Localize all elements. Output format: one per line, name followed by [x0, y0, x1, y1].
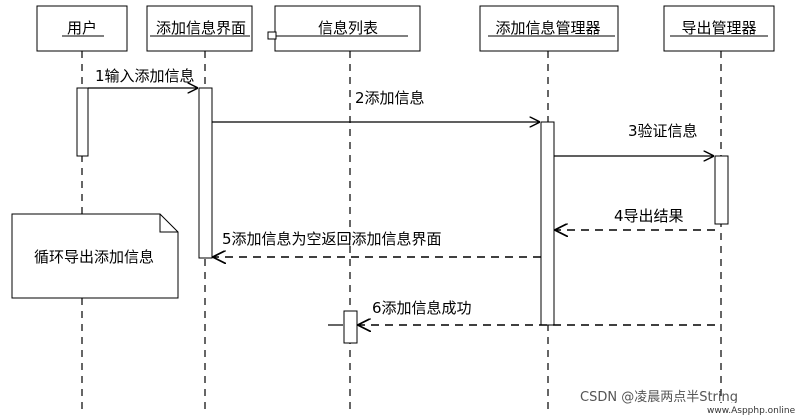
participant-export-label: 导出管理器: [681, 19, 756, 37]
message-6: 6添加信息成功: [328, 299, 715, 325]
activation-ui: [198, 87, 213, 259]
activation-export: [714, 155, 729, 225]
message-6-label: 6添加信息成功: [372, 299, 472, 317]
message-4: 4导出结果: [556, 207, 715, 230]
message-3-label: 3验证信息: [628, 122, 698, 140]
participant-user-label: 用户: [67, 19, 97, 37]
participant-list-label: 信息列表: [318, 19, 378, 37]
participant-ui-label: 添加信息界面: [156, 19, 246, 37]
participant-ui: 添加信息界面: [146, 5, 253, 52]
message-3: 3验证信息: [554, 122, 713, 156]
message-5-label: 5添加信息为空返回添加信息界面: [222, 230, 442, 248]
activation-manager: [540, 121, 555, 326]
message-4-label: 4导出结果: [614, 207, 684, 225]
participant-manager: 添加信息管理器: [479, 5, 619, 52]
loop-note-text: 循环导出添加信息: [34, 248, 154, 266]
message-2: 2添加信息: [212, 89, 539, 122]
watermark-site: www.Aspphp.online: [707, 406, 796, 415]
participant-manager-label: 添加信息管理器: [495, 19, 600, 37]
component-icon: [267, 31, 277, 40]
watermark-csdn: CSDN @凌晨两点半String: [580, 390, 738, 405]
participant-user: 用户: [36, 5, 128, 52]
message-5: 5添加信息为空返回添加信息界面: [214, 230, 541, 257]
activation-user: [76, 87, 89, 157]
message-2-label: 2添加信息: [355, 89, 425, 107]
activation-list: [343, 310, 358, 344]
loop-note: 循环导出添加信息: [11, 213, 179, 299]
message-1: 1输入添加信息: [88, 67, 197, 88]
message-1-label: 1输入添加信息: [95, 67, 195, 85]
participant-export: 导出管理器: [663, 5, 775, 52]
watermark-bg: [705, 403, 800, 415]
participant-list: 信息列表: [267, 5, 421, 52]
